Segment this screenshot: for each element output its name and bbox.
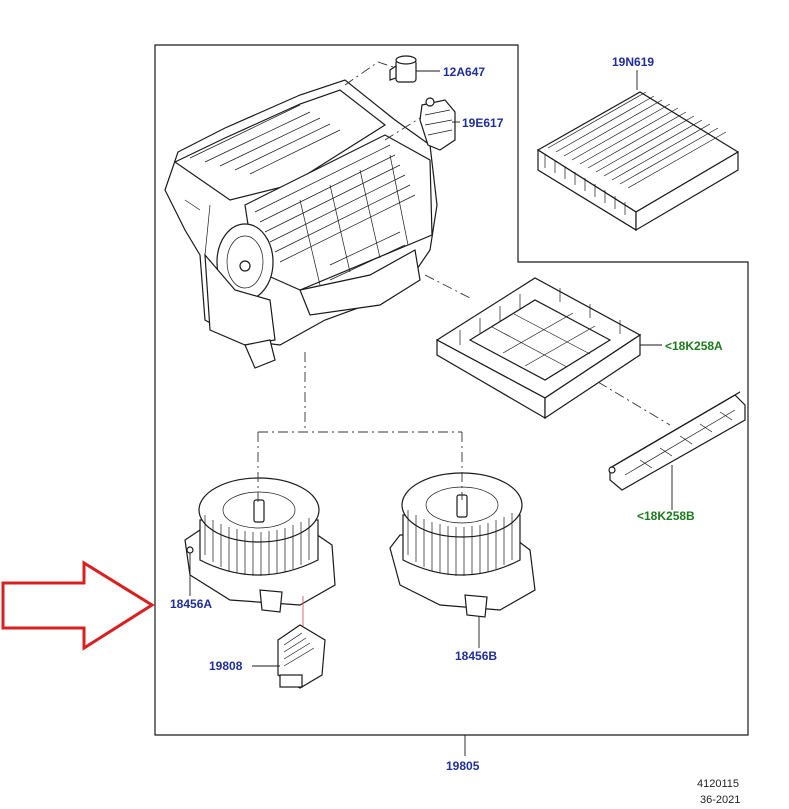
cabin-air-filter bbox=[536, 91, 740, 232]
hvac-housing bbox=[164, 79, 438, 369]
actuator-19E617 bbox=[419, 97, 456, 151]
actuator-12A647 bbox=[389, 55, 417, 83]
filter-frame-18K258A bbox=[435, 277, 642, 420]
illustration-date: 36-2021 bbox=[700, 794, 740, 806]
label-19N619: 19N619 bbox=[612, 55, 654, 69]
label-18456B: 18456B bbox=[455, 649, 497, 663]
blower-motor-18456A bbox=[184, 477, 336, 613]
label-12A647: 12A647 bbox=[443, 65, 485, 79]
highlight-arrow bbox=[1, 560, 155, 651]
assembly-lines bbox=[257, 61, 671, 626]
blower-resistor-19808 bbox=[277, 624, 326, 689]
leader-lines bbox=[189, 70, 673, 756]
duct-18K258B bbox=[608, 391, 746, 491]
label-19E617: 19E617 bbox=[462, 116, 504, 130]
assembly-frame bbox=[154, 44, 749, 736]
label-19805: 19805 bbox=[446, 759, 480, 773]
label-18K258B: <18K258B bbox=[637, 509, 695, 523]
blower-motor-18456B bbox=[389, 472, 536, 618]
illustration-id: 4120115 bbox=[697, 778, 739, 790]
label-18K258A: <18K258A bbox=[665, 339, 723, 353]
label-19808: 19808 bbox=[209, 659, 243, 673]
label-18456A: 18456A bbox=[170, 597, 212, 611]
